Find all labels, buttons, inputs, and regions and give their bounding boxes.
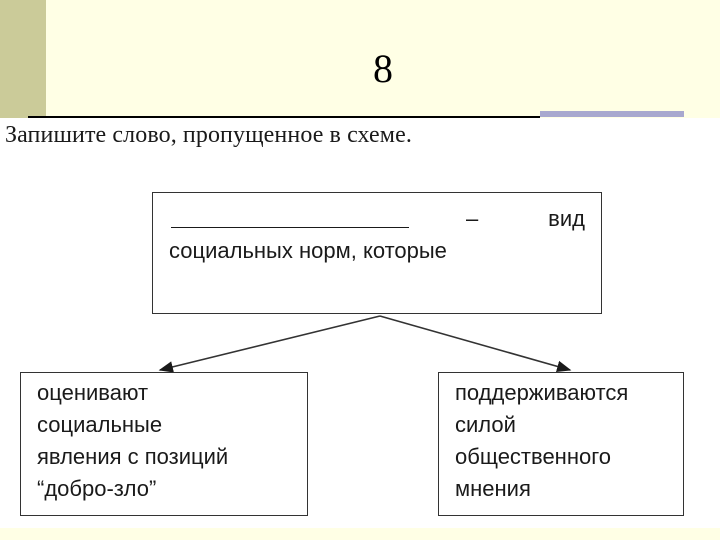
evaluation-line-3: явления с позиций [37,444,229,469]
scheme-arrows [158,315,572,373]
evaluation-line-4: “добро-зло” [37,476,157,501]
support-box: поддерживаются силой общественного мнени… [438,372,684,516]
title-side-bar [0,0,46,118]
answer-blank [171,227,409,228]
support-line-1: поддерживаются [455,380,629,405]
title-accent-bar [540,111,684,117]
definition-dash: – [466,206,479,231]
support-line-2: силой [455,412,516,437]
title-divider [28,116,540,118]
support-line-3: общественного [455,444,611,469]
arrow-to-left-box [158,315,381,373]
evaluation-line-1: оценивают [37,380,149,405]
definition-first-line: – вид [169,203,585,235]
evaluation-line-2: социальные [37,412,163,437]
slide-title: 8 [373,46,393,91]
support-line-4: мнения [455,476,531,501]
task-instruction: Запишите слово, пропущенное в схеме. [5,122,412,148]
scanned-task-image: Запишите слово, пропущенное в схеме. – в… [0,118,720,528]
definition-box: – вид социальных норм, которые [152,192,602,314]
evaluation-box: оценивают социальные явления с позиций “… [20,372,308,516]
definition-second-line: социальных норм, которые [169,238,447,263]
definition-word: вид [548,206,585,231]
arrow-to-right-box [379,315,572,372]
